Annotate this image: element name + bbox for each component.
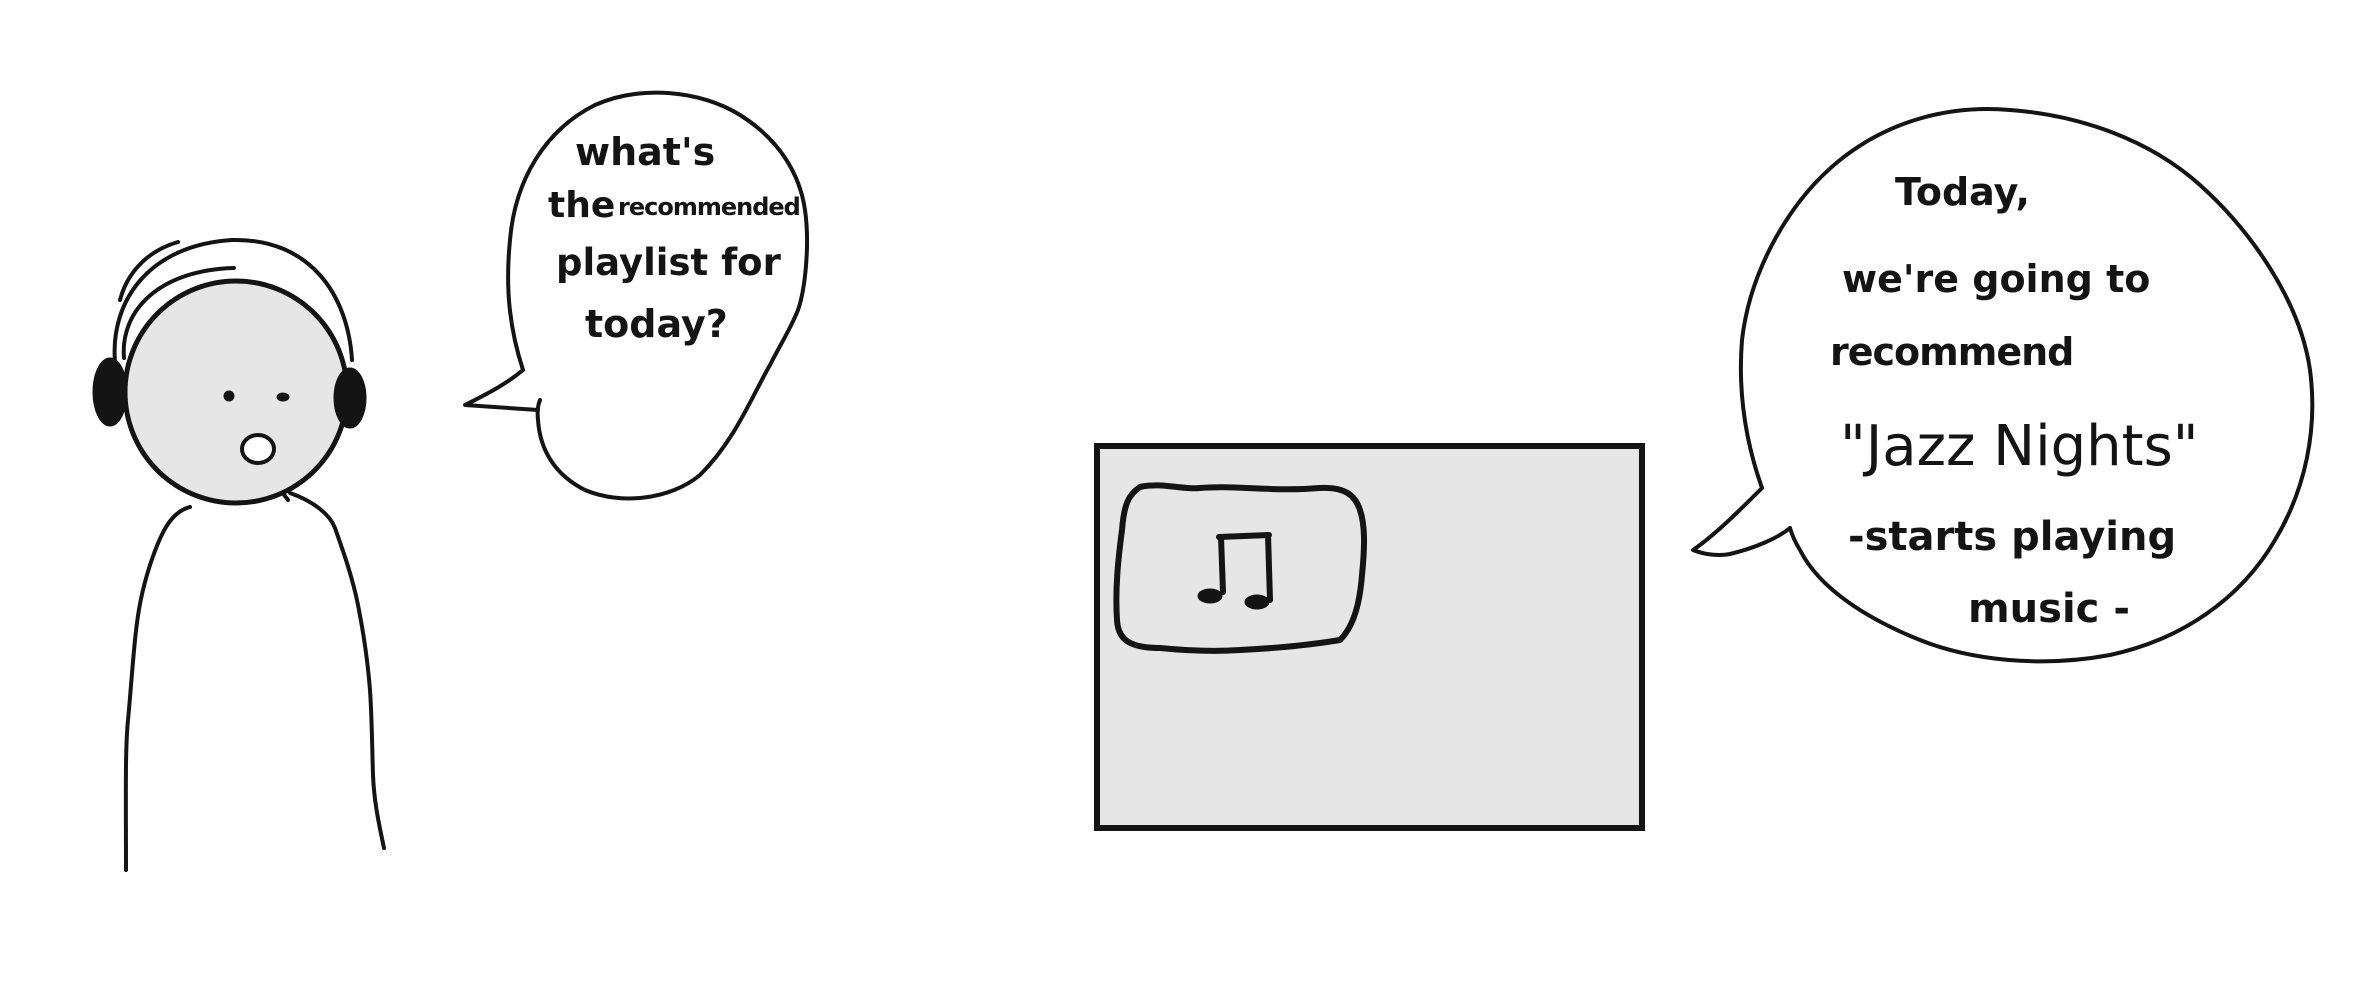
user-bubble-line1: what's [575, 130, 715, 174]
person-mouth [240, 433, 276, 465]
person-body [123, 505, 192, 872]
user-bubble-line2b: recommended [618, 193, 800, 221]
music-note-icon [1197, 532, 1273, 610]
user-speech-bubble [463, 90, 810, 501]
person-body-right [288, 491, 386, 850]
device-bubble-line6: music - [1968, 586, 2130, 632]
device-speech-bubble [1691, 107, 2315, 664]
device-screen [1094, 443, 1645, 831]
music-device [1094, 443, 1645, 831]
headphones-icon [92, 237, 367, 429]
device-bubble-text: Today, we're going to recommend "Jazz Ni… [1830, 170, 2199, 632]
music-app-panel [1113, 482, 1368, 654]
device-bubble-line1: Today, [1895, 170, 2030, 214]
user-bubble-line3: playlist for [556, 241, 782, 284]
person-eye-right [276, 392, 290, 402]
user-bubble-line4: today? [585, 302, 728, 346]
device-bubble-line5: -starts playing [1848, 514, 2176, 560]
person-head [122, 278, 350, 506]
device-bubble-line4: "Jazz Nights" [1840, 414, 2199, 479]
device-bubble-line2: we're going to [1842, 257, 2150, 301]
user-bubble-text: what's the recommended playlist for toda… [548, 130, 801, 346]
person-eye-left [223, 390, 235, 402]
device-bubble-line3: recommend [1830, 330, 2073, 374]
user-bubble-line2a: the [548, 185, 615, 226]
